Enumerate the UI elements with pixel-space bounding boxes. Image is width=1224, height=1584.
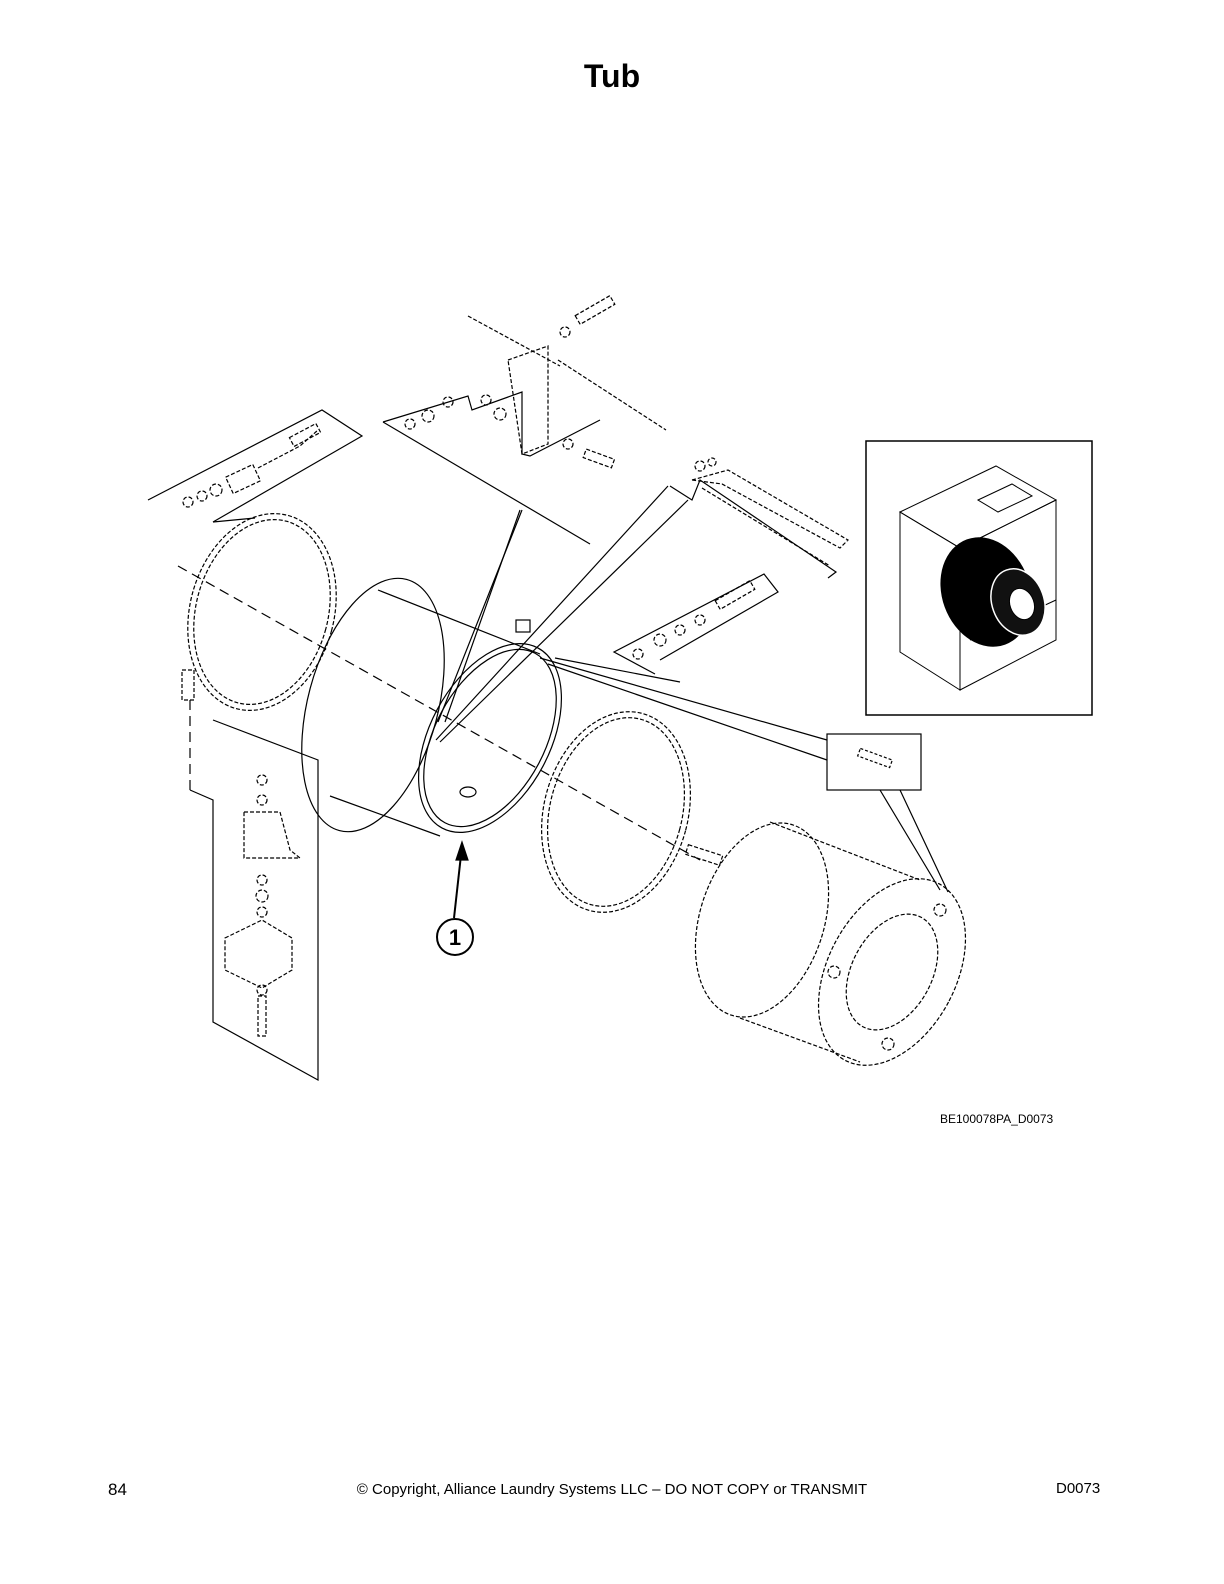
right-hoop-clamp — [541, 711, 691, 913]
tub-body — [301, 577, 563, 837]
heater-element-inset — [435, 457, 849, 743]
top-left-hardware-inset — [147, 409, 364, 523]
page-number: 84 — [108, 1480, 127, 1499]
top-suspension-hardware — [382, 294, 667, 723]
callout-1-label: 1 — [449, 925, 461, 950]
drum-basket — [684, 821, 967, 1066]
page-title: Tub — [583, 58, 641, 94]
centerline — [177, 565, 701, 861]
callout-1 — [436, 840, 474, 956]
locator-inset — [865, 440, 1093, 716]
bolt-detail-inset — [539, 657, 949, 893]
left-hoop-clamp — [181, 513, 337, 711]
figure-id: BE100078PA_D0073 — [940, 1112, 1054, 1126]
copyright-notice: © Copyright, Alliance Laundry Systems LL… — [356, 1481, 868, 1498]
right-hardware-inset — [554, 573, 779, 683]
document-code: D0073 — [1056, 1480, 1101, 1497]
bottom-left-hardware-inset — [189, 719, 319, 1082]
